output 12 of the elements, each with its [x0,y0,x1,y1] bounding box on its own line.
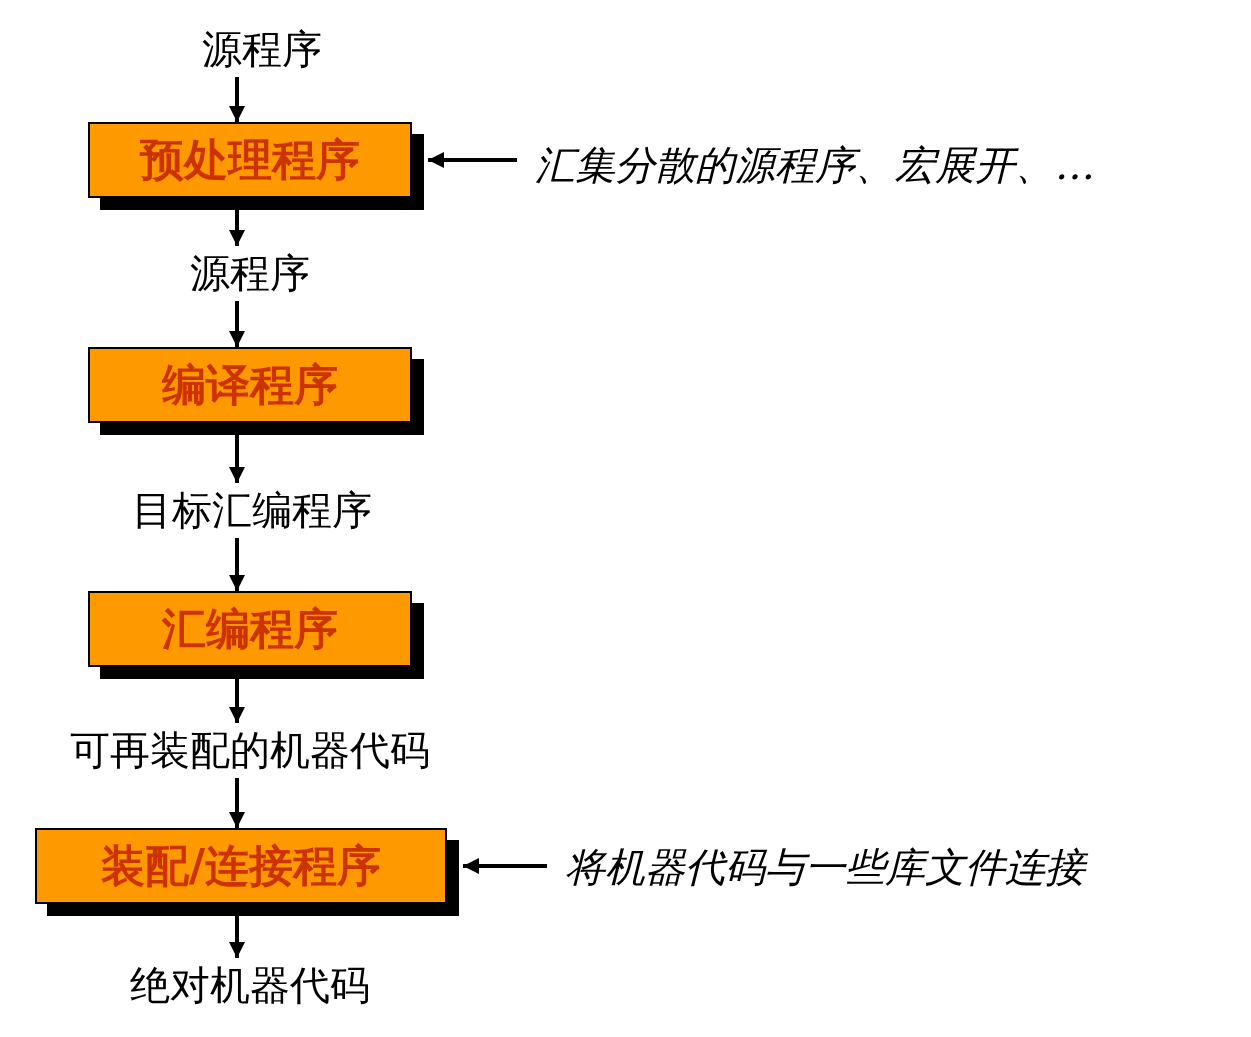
arrow [463,858,547,874]
annotation-text: 汇集分散的源程序、宏展开、… [535,138,1095,193]
arrow [229,778,245,828]
data-label: 可再装配的机器代码 [70,723,430,778]
data-label: 源程序 [202,22,322,77]
data-label: 目标汇编程序 [132,483,372,538]
arrow [229,77,245,122]
arrow [229,301,245,347]
data-label: 绝对机器代码 [130,958,370,1013]
arrow [229,538,245,591]
arrow [428,152,517,168]
data-label: 源程序 [190,246,310,301]
